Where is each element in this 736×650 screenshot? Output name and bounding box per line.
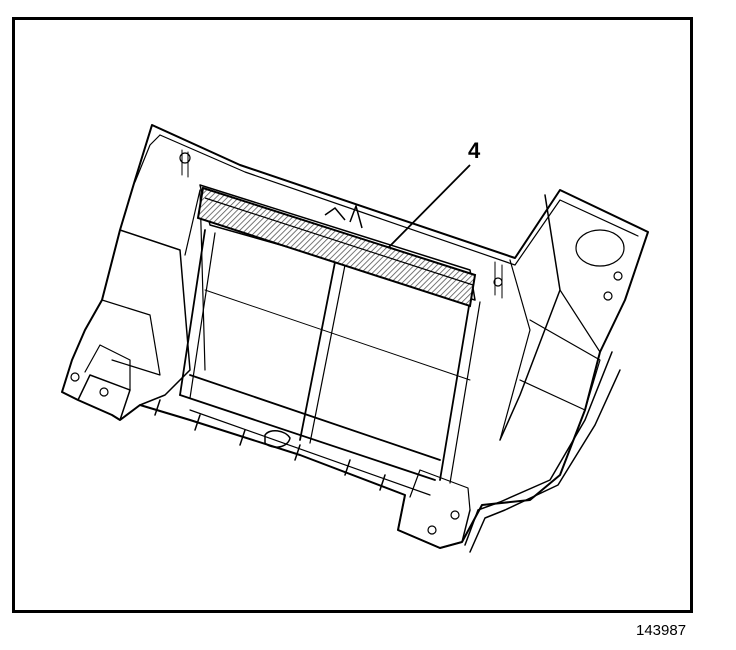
pollen-filter-icon xyxy=(196,186,477,308)
reference-number: 143987 xyxy=(636,622,687,639)
callout-leader-line xyxy=(387,164,471,249)
housing-outline xyxy=(61,124,649,549)
callout-label: 4 xyxy=(468,138,481,163)
